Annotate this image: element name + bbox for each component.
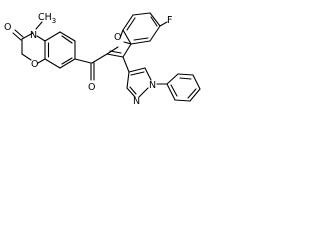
benzofuran-fragment [106,12,168,58]
atom-label-nitrogen-pyrazole-1: N [149,80,156,91]
bond [21,32,34,40]
bond [44,58,61,69]
bond [128,67,146,73]
bond [149,25,161,42]
atom-label-fluorine: F [167,15,172,26]
chemical-structure-diagram: O N CH3 O O O F N N [4,12,201,107]
bond [138,87,149,98]
bond [59,58,76,69]
bond [106,53,124,58]
bond [129,86,137,95]
bond [187,88,197,99]
bond [36,35,46,42]
bond [130,40,151,45]
bond [166,73,179,85]
bond [177,73,194,76]
ketone-linker [74,53,108,81]
bond [59,31,76,42]
bond [189,88,201,102]
atom-label-oxygen-ketone: O [88,82,95,93]
bond [192,74,201,90]
bond [130,71,145,76]
bond [14,29,24,38]
bond [37,58,46,64]
bond [166,83,176,101]
atom-label-methyl: CH3 [38,12,56,25]
bond [12,32,22,41]
bond [44,31,61,42]
bond [174,99,191,102]
bond [61,35,73,44]
bond [91,53,108,64]
atom-label-nitrogen-lactam: N [30,30,37,41]
bond [159,21,168,27]
bond [133,37,149,41]
bond [122,56,130,73]
bond [122,43,132,58]
bond [170,84,178,97]
bond [123,41,132,45]
bond [149,12,161,27]
atom-labels: O N CH3 O O O F N N [4,12,172,107]
bond [144,67,152,81]
bond [122,29,132,45]
bond [122,14,134,31]
phenylpyrazole-fragment [122,56,201,102]
atom-label-nitrogen-pyrazole-2: N [133,96,140,107]
bond [126,71,130,89]
atom-label-oxygen-oxazine: O [31,59,38,70]
bond [109,50,122,54]
bond [150,16,158,27]
bond [106,46,119,55]
benzoxazinone-fragment [12,21,76,69]
atom-label-oxygen-lactam: O [4,22,11,33]
bond [74,58,92,64]
bond [21,53,32,61]
bond [126,17,136,31]
bond [61,57,73,65]
atom-label-oxygen-furan: O [114,32,121,43]
bond [179,77,192,80]
bond [35,21,43,30]
bond [132,12,151,16]
bond [126,87,136,98]
bond [119,29,124,39]
